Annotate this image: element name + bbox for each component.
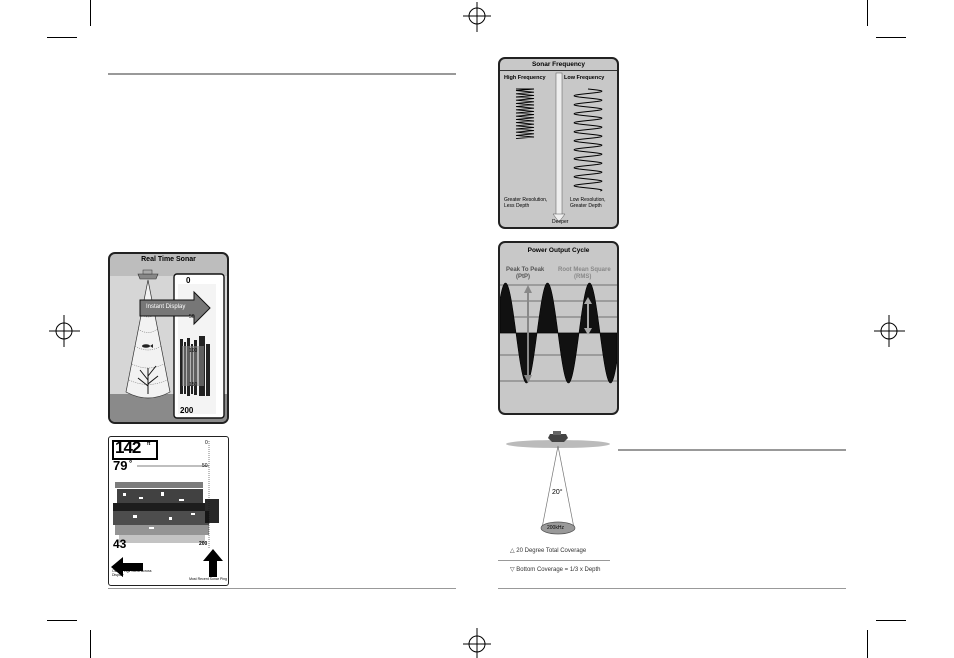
- rms-label: Root Mean Square: [558, 267, 611, 273]
- triangle-up-icon: △: [510, 548, 515, 554]
- sonar-depth-top: 0: [186, 276, 191, 285]
- legend-total-coverage-text: 20 Degree Total Coverage: [516, 548, 587, 554]
- coverage-cone-illustration: [506, 431, 610, 535]
- left-arrow-caption: Older Pings Scroll Across Display: [112, 569, 152, 577]
- coverage-frequency: 200kHz: [547, 525, 564, 531]
- power-output-title: Power Output Cycle: [527, 247, 590, 254]
- depth-readout-box: [112, 440, 158, 460]
- temperature-readout: 79: [113, 458, 128, 473]
- coverage-angle: 20°: [552, 489, 563, 496]
- power-wave-graphic: [500, 282, 617, 384]
- real-time-sonar-title: Real Time Sonar: [141, 256, 196, 263]
- legend-bottom-coverage: ▽ Bottom Coverage = 1/3 x Depth: [510, 566, 601, 573]
- registration-mark-right: [874, 315, 905, 347]
- sonar-scale-100: 100: [189, 348, 198, 354]
- sonar-scale-150: 150: [189, 382, 198, 388]
- legend-total-coverage: △ 20 Degree Total Coverage: [510, 547, 586, 554]
- temperature-unit: °: [129, 459, 133, 468]
- legend-bottom-coverage-text: Bottom Coverage = 1/3 x Depth: [516, 567, 601, 573]
- ptp-abbr: (PtP): [516, 274, 530, 280]
- fish-depth-readout: 43: [113, 537, 127, 551]
- instant-display-label: Instant Display: [146, 304, 186, 310]
- registration-mark-top: [463, 2, 491, 32]
- low-frequency-caption: Low Resolution, Greater Depth: [570, 197, 606, 209]
- registration-mark-left: [49, 315, 80, 347]
- scale-bottom: 200: [199, 541, 208, 547]
- ptp-label: Peak To Peak: [506, 267, 545, 273]
- right-arrow-caption: Most Recent Sonar Ping: [189, 577, 227, 581]
- real-time-sonar-figure: Real Time Sonar: [108, 252, 229, 424]
- depth-readout: 142: [115, 438, 141, 457]
- sonar-scale-50: 50: [189, 314, 195, 320]
- registration-mark-bottom: [463, 628, 491, 658]
- high-frequency-label: High Frequency: [504, 75, 546, 81]
- sonar-depth-bottom: 200: [180, 406, 194, 415]
- sonar-cone-illustration: [110, 269, 227, 422]
- right-footer-rule: [498, 588, 846, 589]
- low-frequency-label: Low Frequency: [564, 75, 605, 81]
- sonar-history-graphic: [111, 441, 223, 577]
- deeper-label: Deeper: [552, 219, 569, 225]
- depth-unit: ft: [147, 441, 151, 447]
- display-screen-figure: 142 ft 79 ° 0 50 43 200 Older Pings Scro…: [108, 436, 229, 586]
- rms-abbr: (RMS): [574, 274, 592, 280]
- sonar-frequency-figure: Sonar Frequency High Frequency Low Frequ…: [498, 57, 619, 229]
- power-output-cycle-figure: Power Output Cycle Peak To Peak (PtP) Ro…: [498, 241, 619, 415]
- triangle-down-icon: ▽: [510, 567, 515, 573]
- sonar-frequency-title: Sonar Frequency: [531, 61, 586, 68]
- frequency-waves-graphic: [515, 72, 603, 223]
- coverage-section-rule: [618, 449, 846, 451]
- left-footer-rule: [108, 588, 456, 589]
- left-header-rule: [108, 73, 456, 75]
- high-frequency-caption: Greater Resolution, Less Depth: [504, 197, 548, 209]
- scale-top: 0: [205, 440, 208, 446]
